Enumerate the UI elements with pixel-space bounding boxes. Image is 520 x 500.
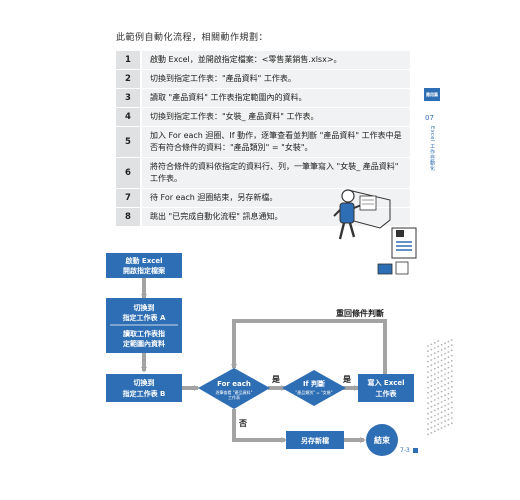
- svg-text:寫入 Excel: 寫入 Excel: [367, 378, 404, 387]
- svg-text:定範圍內資料: 定範圍內資料: [123, 339, 165, 348]
- robot-illustration: [333, 189, 417, 275]
- flow-box-start: 啟動 Excel 開啟指定檔案: [106, 253, 182, 278]
- step-number: 1: [116, 50, 141, 70]
- step-number: 5: [116, 126, 141, 158]
- intro-text: 此範例自動化流程，相關動作規劃：: [116, 33, 269, 43]
- step-number: 3: [116, 88, 141, 108]
- flow-box-saveas: 另存新檔: [286, 431, 344, 449]
- step-description: 切換到指定工作表："產品資料" 工作表。: [140, 69, 410, 89]
- svg-text:逐筆查看 "產品資料": 逐筆查看 "產品資料": [216, 389, 253, 395]
- svg-text:切換到: 切換到: [134, 378, 155, 387]
- svg-text:指定工作表 A: 指定工作表 A: [123, 313, 166, 322]
- yes-label-1: 是: [271, 374, 280, 384]
- step-number: 8: [116, 207, 141, 227]
- flow-box-switch-a-read: 切換到 指定工作表 A 讀取工作表指 定範圍內資料: [106, 298, 182, 353]
- svg-text:另存新檔: 另存新檔: [301, 436, 329, 445]
- step-description: 讀取 "產品資料" 工作表指定範圍內的資料。: [140, 88, 410, 108]
- step-number: 2: [116, 69, 141, 89]
- no-label: 否: [238, 419, 247, 428]
- flow-box-write: 寫入 Excel 工作表: [358, 374, 414, 402]
- step-description: 啟動 Excel，並開啟指定檔案：<零售業銷售.xlsx>。: [140, 50, 410, 70]
- svg-text:指定工作表 B: 指定工作表 B: [123, 389, 166, 398]
- svg-text:"產品類別" = "女裝": "產品類別" = "女裝": [295, 389, 332, 395]
- yes-label-2: 是: [342, 374, 351, 384]
- svg-text:工作表: 工作表: [228, 394, 240, 400]
- svg-text:開啟指定檔案: 開啟指定檔案: [123, 266, 166, 275]
- step-description: 將符合條件的資料依指定的資料行、列，一筆筆寫入 "女裝_ 產品資料" 工作表。: [140, 157, 410, 189]
- chapter-title: Excel 工作自動化: [429, 126, 435, 172]
- flow-circle-end: 結束: [366, 424, 398, 456]
- flow-diamond-foreach: For each 逐筆查看 "產品資料" 工作表: [198, 368, 270, 409]
- flow-diamond-if: If 判斷 "產品類別" = "女裝": [282, 370, 346, 406]
- loop-label: 重回條件判斷: [336, 308, 384, 318]
- step-number: 7: [116, 188, 141, 208]
- svg-text:工作表: 工作表: [376, 389, 398, 398]
- page-number-marker: [413, 448, 418, 453]
- chapter-number: 07: [425, 114, 434, 122]
- svg-text:If 判斷: If 判斷: [303, 379, 325, 388]
- step-description: 切換到指定工作表："女裝_ 產品資料" 工作表。: [140, 107, 410, 127]
- svg-text:讀取工作表指: 讀取工作表指: [123, 329, 165, 338]
- page-number: 7-3: [400, 447, 410, 454]
- dot-pattern: [427, 339, 453, 436]
- svg-text:For each: For each: [217, 380, 251, 388]
- svg-text:結束: 結束: [374, 435, 391, 445]
- flow-box-switch-b: 切換到 指定工作表 B: [106, 374, 182, 402]
- chapter-tab: 應用篇: [424, 88, 440, 101]
- step-number: 6: [116, 157, 141, 189]
- svg-text:啟動 Excel: 啟動 Excel: [125, 256, 162, 265]
- svg-text:切換到: 切換到: [134, 303, 155, 312]
